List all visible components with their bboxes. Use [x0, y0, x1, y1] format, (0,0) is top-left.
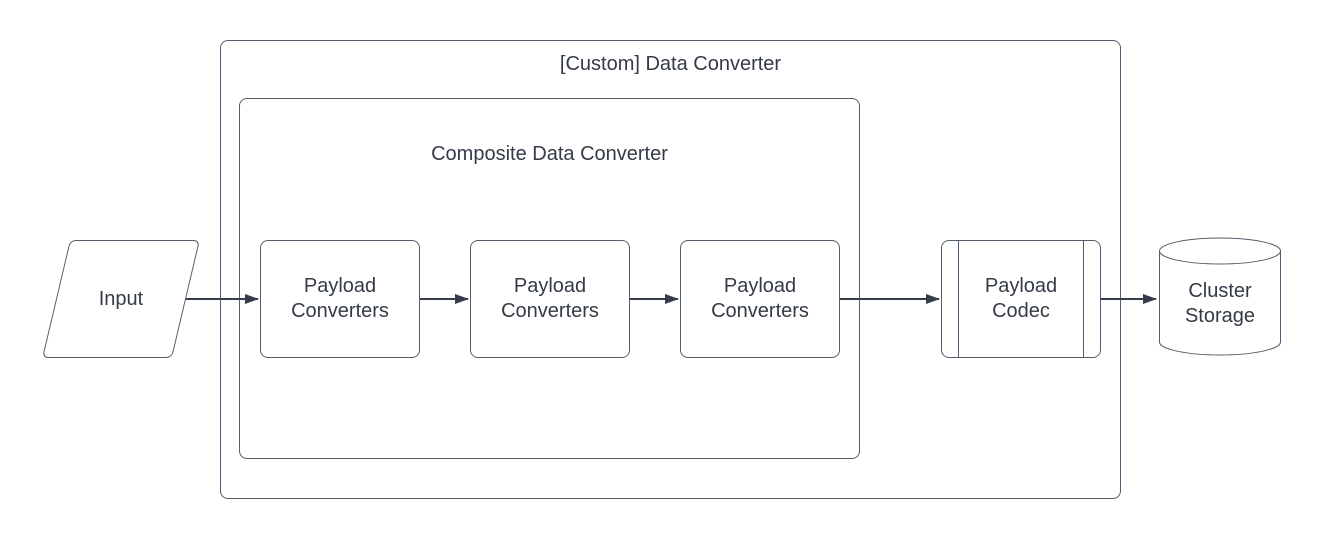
node-payload-converters-3-label: Payload Converters [711, 275, 809, 322]
node-cluster-storage: Cluster Storage [1158, 237, 1282, 357]
group-custom-data-converter-title: [Custom] Data Converter [559, 53, 782, 75]
group-custom-data-converter: [Custom] Data Converter [220, 40, 1121, 499]
node-payload-converters-3: Payload Converters [680, 240, 840, 358]
node-payload-converters-2: Payload Converters [470, 240, 630, 358]
group-composite-data-converter: Composite Data Converter [239, 98, 860, 459]
node-payload-codec: Payload Codec [941, 240, 1101, 358]
node-input: Input [42, 240, 200, 358]
codec-left-bar [958, 241, 959, 357]
group-composite-data-converter-title: Composite Data Converter [431, 143, 668, 165]
node-payload-converters-2-label: Payload Converters [501, 275, 599, 322]
node-payload-converters-1: Payload Converters [260, 240, 420, 358]
codec-right-bar [1083, 241, 1084, 357]
node-payload-codec-label: Payload Codec [984, 275, 1058, 322]
node-payload-converters-1-label: Payload Converters [291, 275, 389, 322]
cylinder-shape [1159, 237, 1281, 356]
node-input-label: Input [98, 287, 144, 310]
node-cluster-storage-label: Cluster Storage [1184, 280, 1256, 327]
